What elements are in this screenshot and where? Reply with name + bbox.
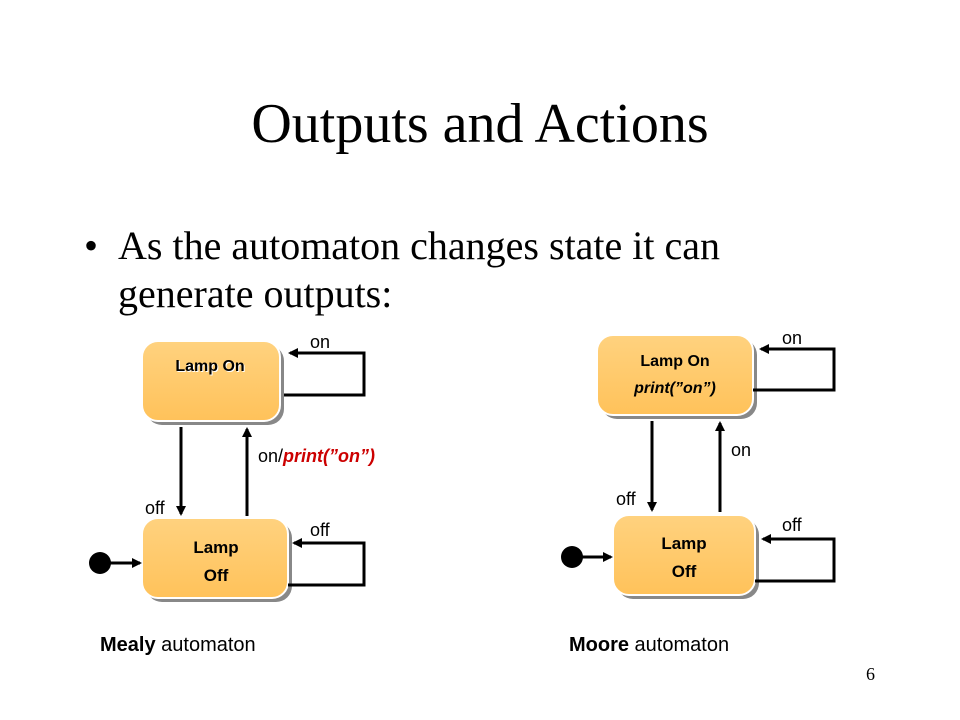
moore-diagram: Lamp On print(”on”) Lamp Off on off off … [561, 328, 836, 656]
mealy-state-lamp-on: Lamp On Lamp On [141, 340, 284, 425]
moore-loop-on [753, 344, 836, 392]
moore-state-off-line1: Lamp [661, 534, 706, 553]
moore-trans-off-label: off [616, 489, 637, 509]
moore-state-off-line2: Off [672, 562, 697, 581]
moore-caption: Moore automaton [569, 634, 729, 656]
moore-state-lamp-off: Lamp Off [612, 514, 759, 599]
bullet-text: As the automaton changes state it can ge… [118, 223, 721, 316]
moore-state-lamp-on: Lamp On print(”on”) [596, 334, 757, 419]
mealy-trans-off-label: off [145, 498, 166, 518]
moore-loop-on-label: on [782, 328, 802, 348]
slide-title: Outputs and Actions [251, 93, 709, 155]
mealy-caption: Mealy automaton [100, 634, 256, 656]
mealy-state-on-label-shadow: Lamp On [176, 359, 245, 376]
bullet-dot: • [84, 223, 99, 268]
mealy-state-lamp-off: Lamp Off [141, 517, 292, 602]
mealy-trans-on-label: on/print(”on”) [258, 446, 375, 466]
mealy-state-off-line1: Lamp [193, 538, 238, 557]
moore-initial-dot [561, 546, 583, 568]
page-number: 6 [866, 664, 875, 684]
moore-state-on-line1: Lamp On [640, 353, 709, 370]
moore-state-on-line2: print(”on”) [633, 380, 716, 397]
moore-trans-on-label: on [731, 440, 751, 460]
moore-loop-off-label: off [782, 515, 803, 535]
moore-loop-off [755, 534, 836, 583]
mealy-loop-on [284, 348, 366, 397]
mealy-loop-off-label: off [310, 520, 331, 540]
mealy-initial-dot [89, 552, 111, 574]
mealy-state-off-line2: Off [204, 566, 229, 585]
mealy-diagram: Lamp On Lamp On Lamp Off on off off on/p… [89, 332, 375, 656]
mealy-state-on-label: Lamp On [175, 358, 244, 375]
mealy-loop-on-label: on [310, 332, 330, 352]
mealy-loop-off [288, 538, 366, 587]
